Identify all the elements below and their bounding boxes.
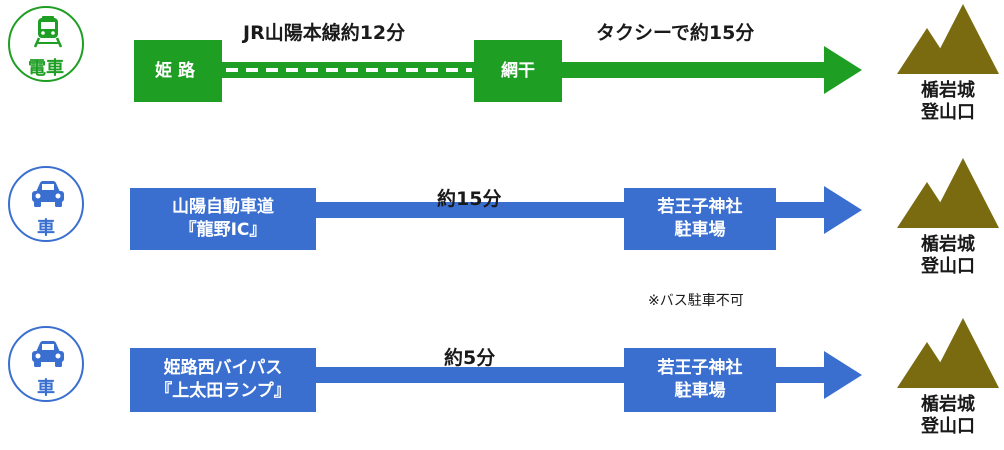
destination-label: 楯岩城 登山口 (921, 394, 975, 437)
car-mode-badge: 車 (8, 166, 84, 242)
leg1-label: JR山陽本線約12分 (243, 22, 406, 44)
mode-label: 車 (37, 378, 55, 399)
parking-box: 若王子神社 駐車場 (624, 348, 776, 412)
mode-label: 電車 (28, 58, 64, 79)
train-mode-badge: 電車 (8, 6, 84, 82)
arrow-head (824, 46, 862, 94)
mode-label: 車 (37, 218, 55, 239)
parking-box: 若王子神社 駐車場 (624, 188, 776, 250)
mountain-icon (897, 318, 999, 388)
drive-line (314, 202, 626, 218)
start-station: 姫路 (134, 40, 222, 102)
destination-label: 楯岩城 登山口 (921, 234, 975, 277)
drive-line (314, 367, 626, 383)
destination: 楯岩城 登山口 (893, 318, 1003, 438)
car-icon (32, 341, 64, 367)
train-icon (34, 16, 62, 48)
leg2-label: タクシーで約15分 (596, 22, 755, 44)
parking-note: ※バス駐車不可 (648, 293, 744, 309)
destination-label: 楯岩城 登山口 (921, 80, 975, 123)
start-point: 姫路西バイパス 『上太田ランプ』 (130, 348, 316, 412)
car-icon (32, 181, 64, 207)
transfer-station: 網干 (474, 40, 562, 102)
mountain-icon (897, 4, 999, 74)
destination: 楯岩城 登山口 (893, 4, 1003, 124)
destination: 楯岩城 登山口 (893, 158, 1003, 278)
drive-line-end (774, 202, 830, 218)
taxi-line (560, 62, 830, 78)
arrow-head (824, 186, 862, 234)
start-point: 山陽自動車道 『龍野IC』 (130, 188, 316, 250)
leg1-label: 約15分 (437, 188, 502, 210)
leg1-label: 約5分 (444, 347, 496, 369)
dashed-rail-line (226, 68, 472, 72)
drive-line-end (774, 367, 830, 383)
arrow-head (824, 351, 862, 399)
mountain-icon (897, 158, 999, 228)
car-mode-badge: 車 (8, 326, 84, 402)
